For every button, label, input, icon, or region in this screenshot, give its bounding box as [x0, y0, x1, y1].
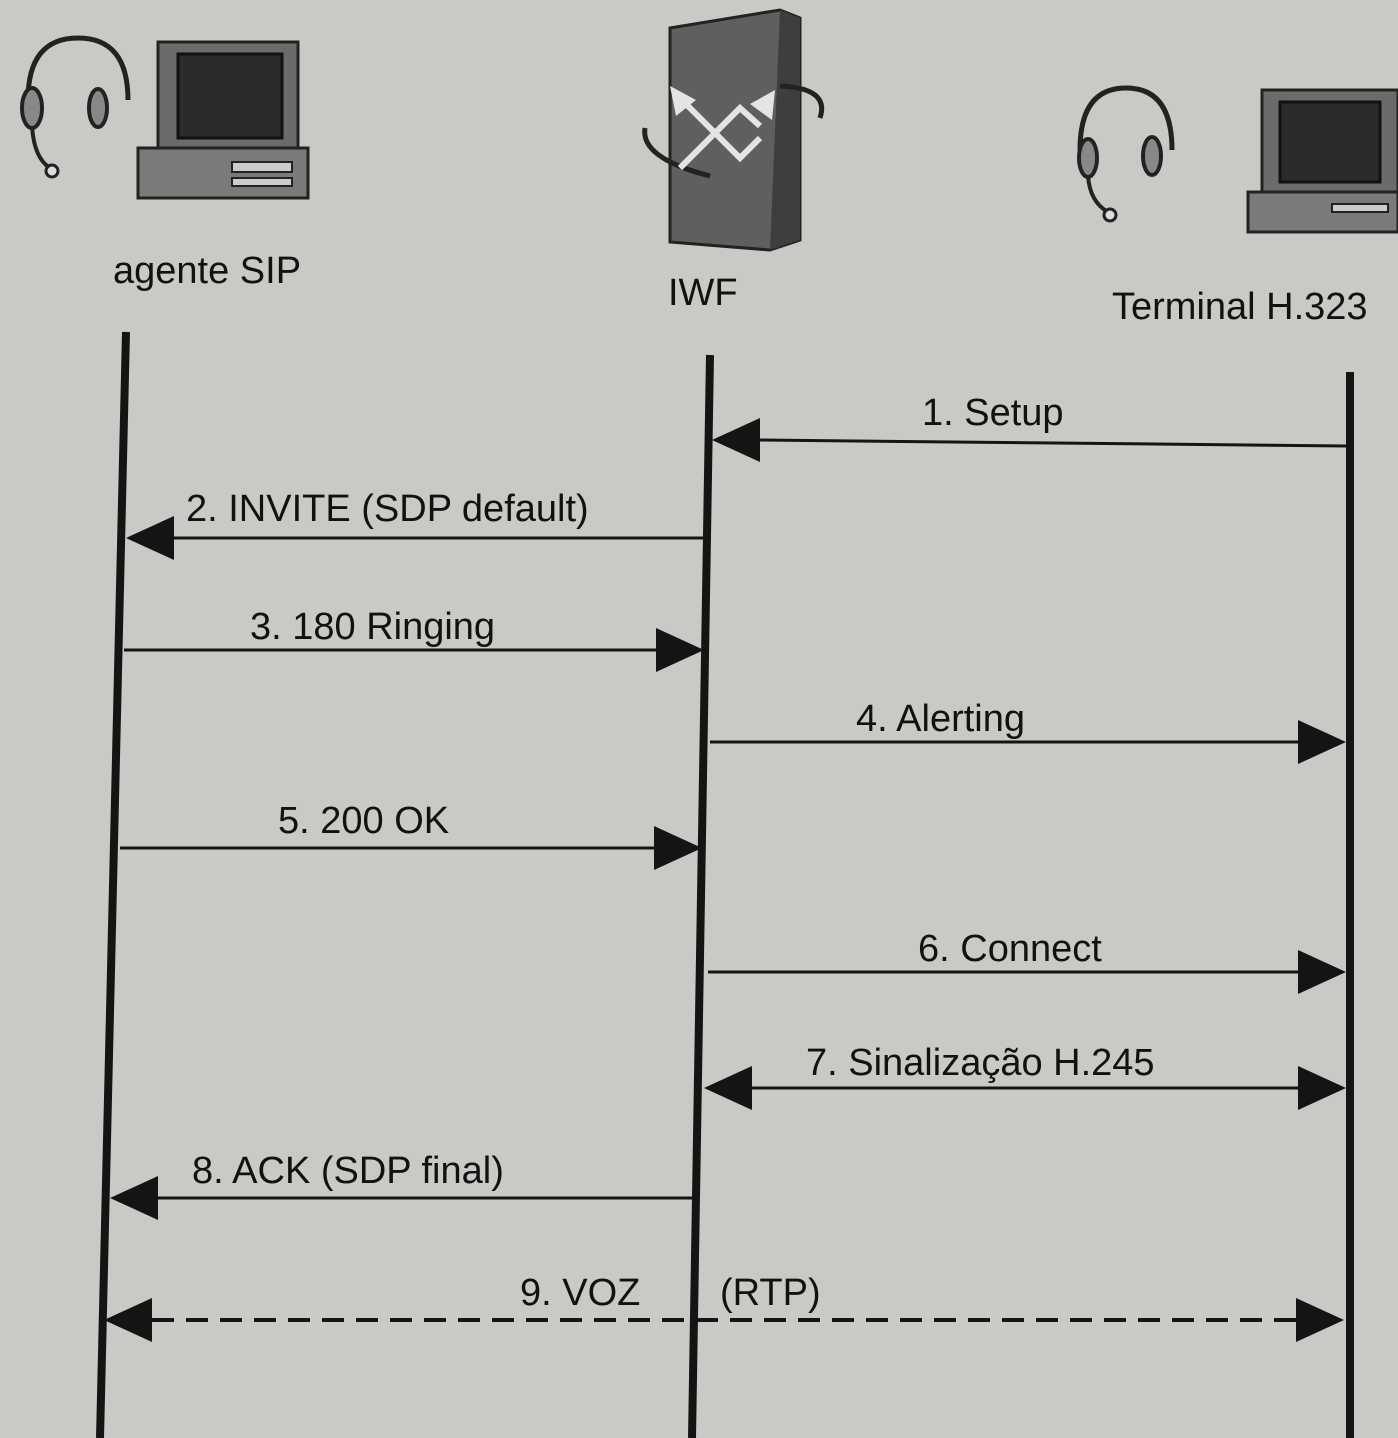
- message-label-setup: 1. Setup: [922, 392, 1064, 434]
- message-label-connect: 6. Connect: [918, 928, 1102, 970]
- lifeline-iwf: [688, 354, 714, 1438]
- arrowhead: [110, 1176, 158, 1220]
- arrowhead: [712, 418, 760, 462]
- arrowhead: [126, 516, 174, 560]
- participant-label-iwf: IWF: [668, 272, 738, 314]
- computer-icon: [1246, 88, 1398, 234]
- arrowhead: [1298, 950, 1346, 994]
- headset-icon: [1077, 85, 1175, 223]
- message-label-voz: 9. VOZ: [520, 1272, 641, 1314]
- message-label-200-ok: 5. 200 OK: [278, 800, 450, 842]
- message-label-ringing: 3. 180 Ringing: [250, 606, 496, 648]
- participant-label-terminal-h323: Terminal H.323: [1112, 286, 1368, 328]
- iwf-gateway-icon: [642, 8, 824, 252]
- arrowhead: [654, 826, 702, 870]
- lifeline-agente-sip: [96, 331, 130, 1438]
- participant-label-agente-sip: agente SIP: [113, 250, 302, 292]
- message-label-invite: 2. INVITE (SDP default): [186, 488, 589, 530]
- arrowhead: [1298, 1066, 1346, 1110]
- message-label-ack: 8. ACK (SDP final): [192, 1150, 504, 1192]
- message-label-rtp: (RTP): [720, 1272, 821, 1314]
- arrowhead: [1298, 720, 1346, 764]
- message-label-h245: 7. Sinalização H.245: [806, 1042, 1155, 1084]
- message-label-alerting: 4. Alerting: [856, 698, 1025, 740]
- message-arrows: [104, 418, 1347, 1342]
- message-arrow-line: [759, 438, 1347, 448]
- computer-icon: [136, 40, 310, 200]
- headset-icon: [20, 35, 131, 179]
- arrowhead: [1296, 1298, 1344, 1342]
- arrowhead: [656, 628, 704, 672]
- arrowhead: [104, 1298, 152, 1342]
- arrowhead: [704, 1066, 752, 1110]
